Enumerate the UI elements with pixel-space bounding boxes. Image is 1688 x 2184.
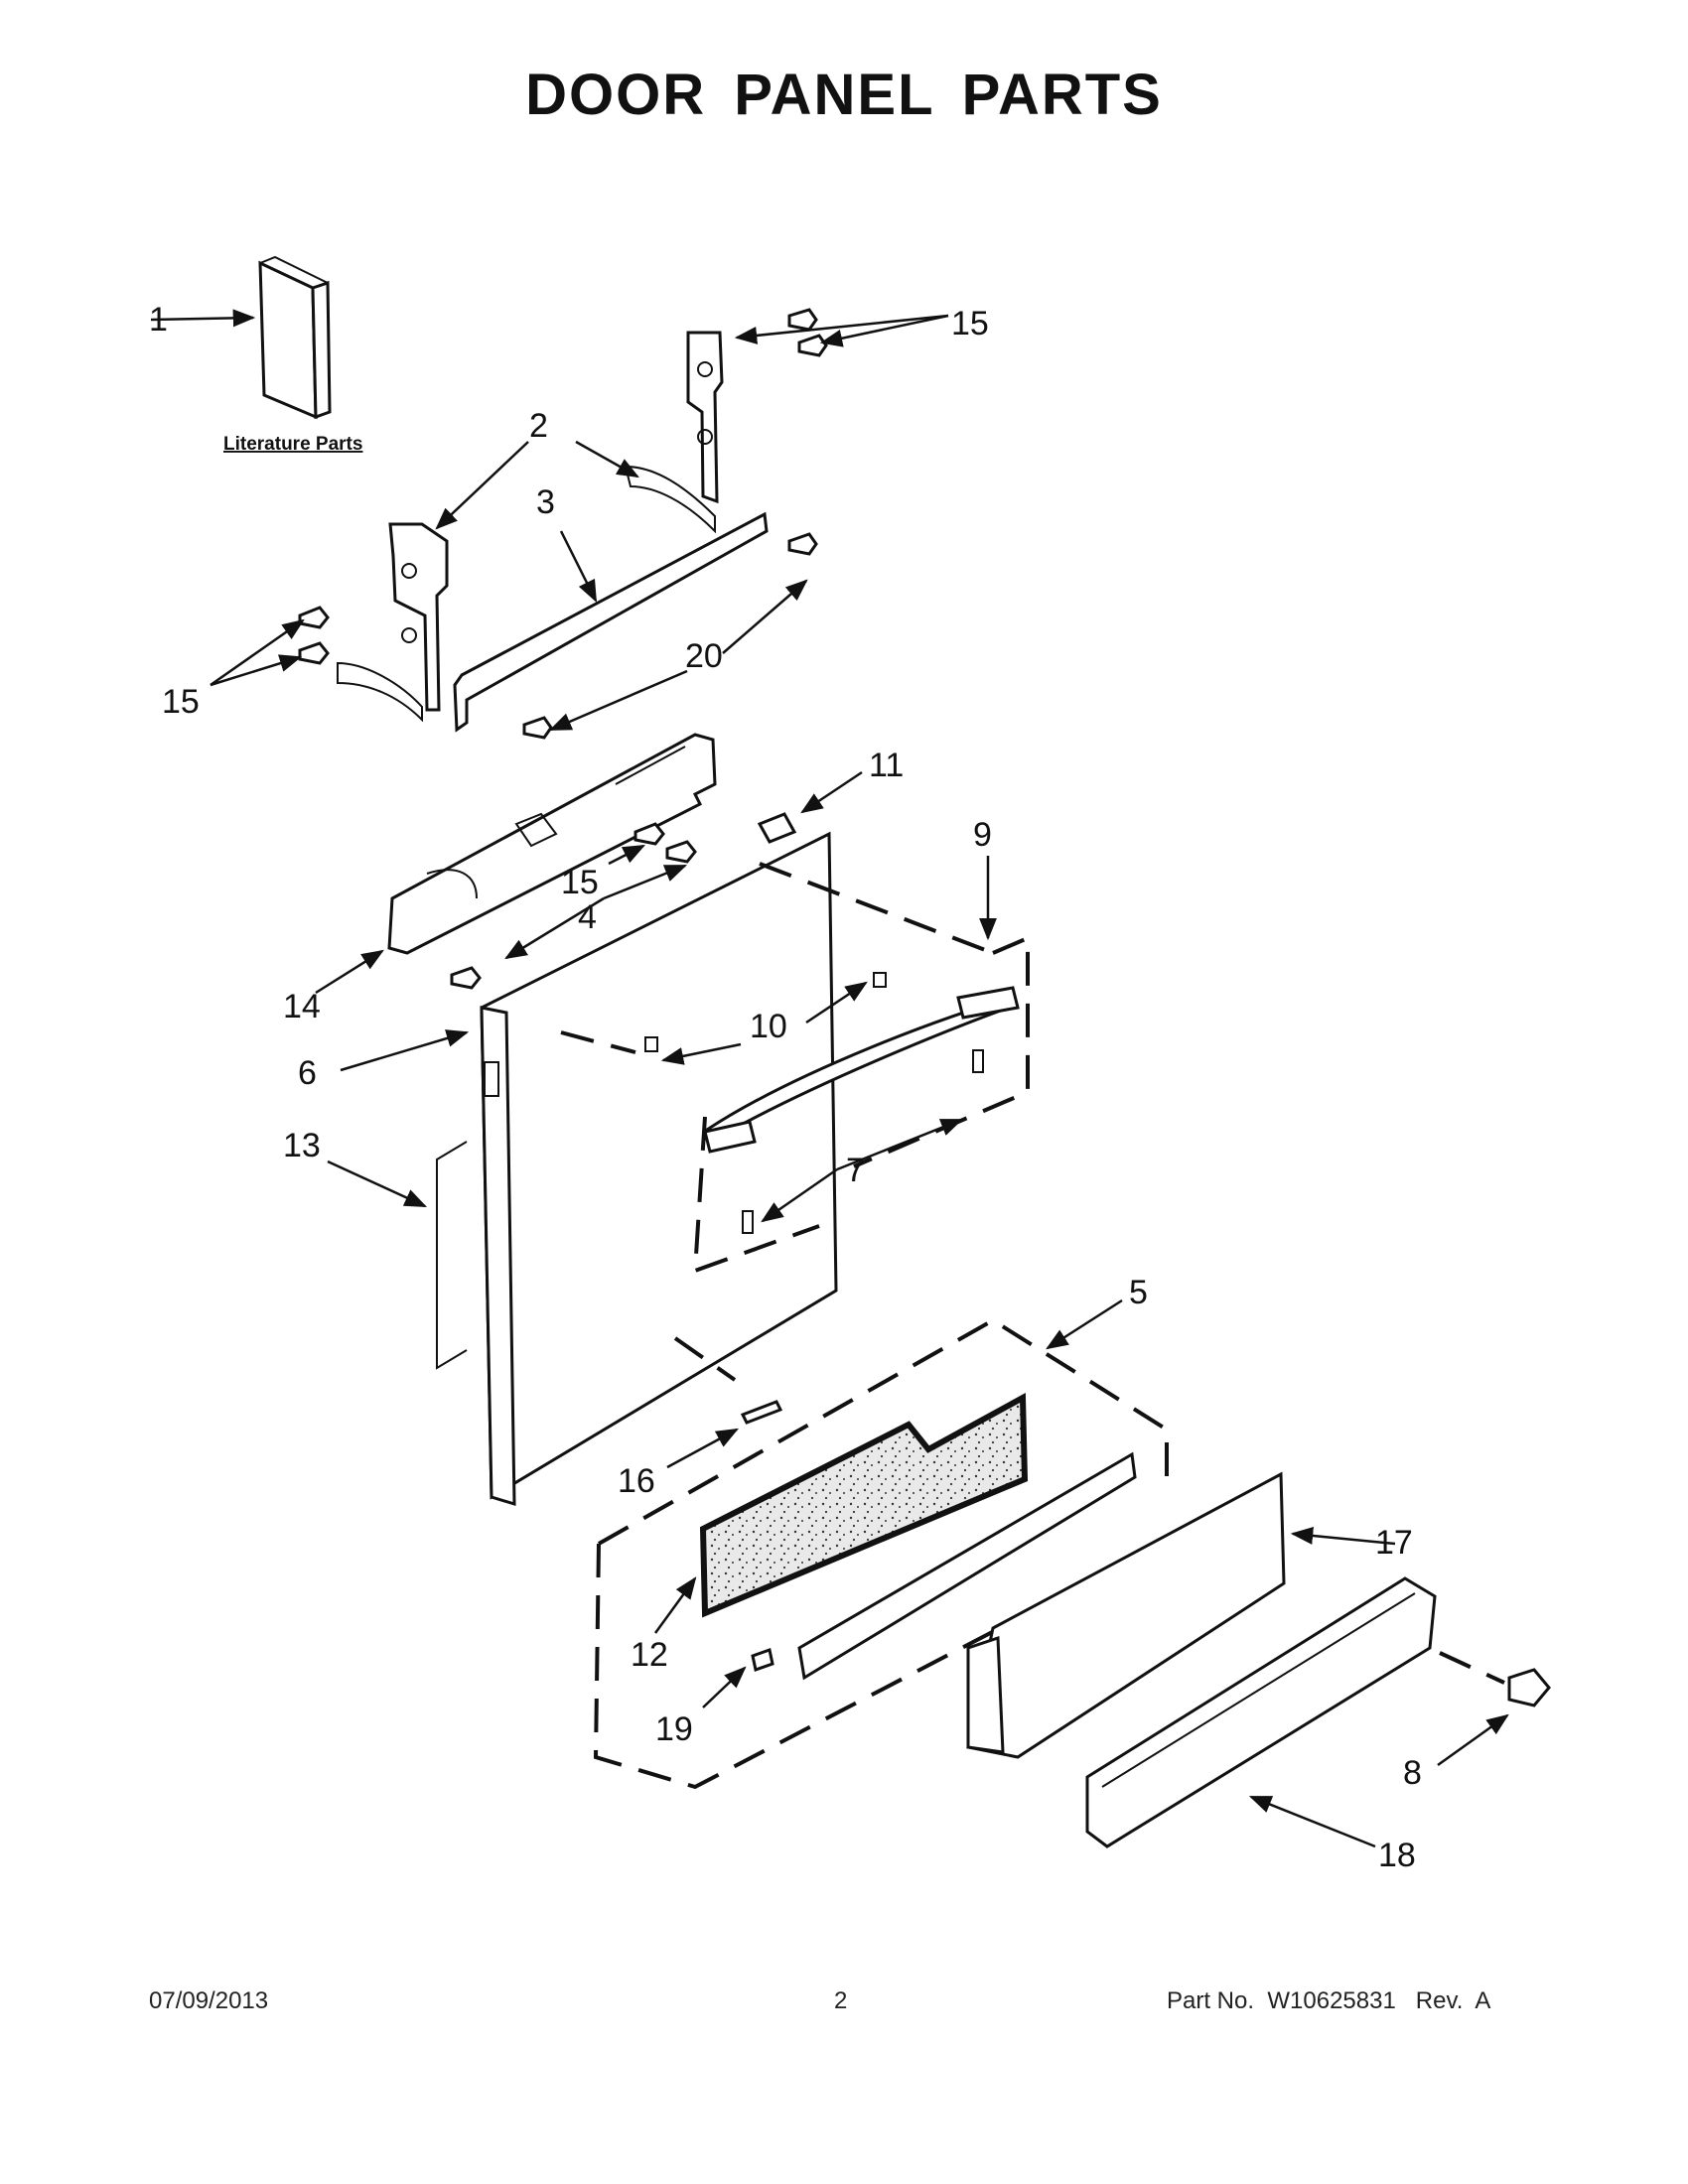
callout-10: 10 [750,1008,787,1045]
console-group-outline [593,1317,1169,1790]
callout-15: 15 [951,305,989,342]
callout-15: 15 [561,864,599,901]
callout-19: 19 [655,1710,693,1748]
right-hinge-bracket-part [624,331,724,534]
callout-17: 17 [1375,1524,1413,1562]
standoff-part [644,972,984,1234]
callout-9: 9 [973,816,992,854]
callout-13: 13 [283,1127,321,1164]
screw-part [450,822,697,990]
callout-7: 7 [846,1152,865,1189]
callout-6: 6 [298,1054,317,1092]
callout-16: 16 [618,1462,655,1500]
control-module-part [387,733,717,955]
door-handle-part [703,986,1020,1154]
callout-12: 12 [631,1636,668,1674]
callout-11: 11 [869,747,904,784]
screw-part [298,606,330,665]
footer-part-number: Part No. W10625831 Rev. A [1167,1987,1491,2014]
console-bracket-part [966,1471,1286,1759]
callout-5: 5 [1129,1274,1148,1311]
screw-part [522,532,818,740]
literature-book-part [258,255,332,420]
literature-parts-label: Literature Parts [223,434,362,455]
left-hinge-bracket-part [337,522,449,723]
callout-20: 20 [685,637,723,675]
insulation-part [699,1393,1029,1618]
screw-part [1507,1668,1551,1707]
toe-panel-part [1085,1576,1437,1848]
frame-channel-part [453,511,769,733]
gasket-part [436,1141,468,1370]
page-title: DOOR PANEL PARTS [525,63,1163,127]
callout-14: 14 [283,988,321,1025]
callout-15: 15 [162,683,200,721]
screw-part [787,308,828,357]
callout-8: 8 [1403,1754,1422,1792]
small-clip-part [740,1400,783,1425]
callout-3: 3 [536,483,555,521]
callout-1: 1 [149,301,168,339]
clip-part [757,812,797,844]
footer-date: 07/09/2013 [149,1987,269,2014]
callout-18: 18 [1378,1837,1416,1874]
door-panel-part [480,831,838,1507]
callout-4: 4 [578,898,597,936]
footer-page-number: 2 [834,1987,848,2014]
callout-2: 2 [529,407,548,445]
trim-rail-part [751,1451,1137,1681]
